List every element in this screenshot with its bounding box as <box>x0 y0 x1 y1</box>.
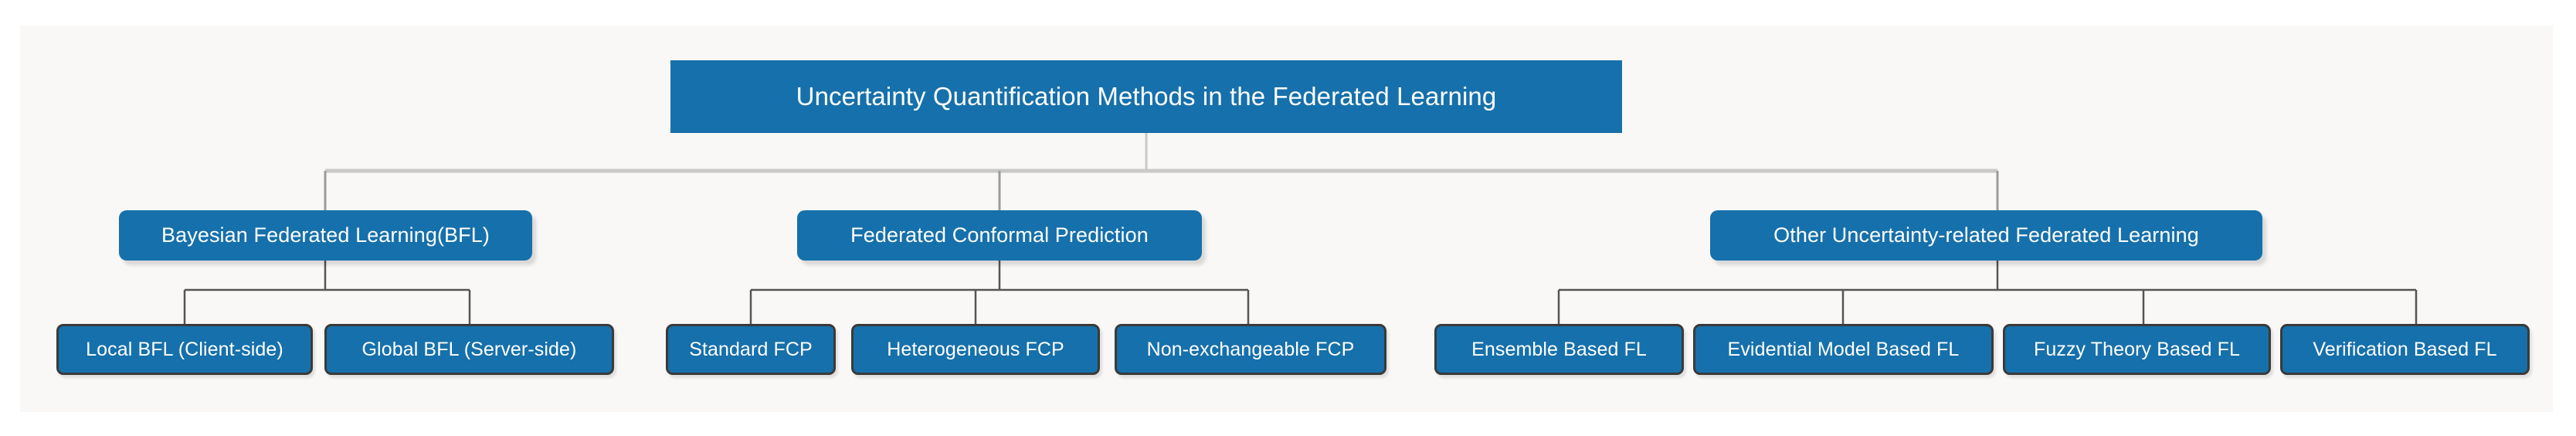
node-fuzzy-theory-based-fl[interactable]: Fuzzy Theory Based FL <box>2003 324 2271 375</box>
node-local-bfl-client-side[interactable]: Local BFL (Client-side) <box>56 324 313 375</box>
node-local-bfl-client-side-label: Local BFL (Client-side) <box>86 338 283 360</box>
node-verification-based-fl[interactable]: Verification Based FL <box>2280 324 2530 375</box>
node-non-exchangeable-fcp-label: Non-exchangeable FCP <box>1146 338 1355 360</box>
node-heterogeneous-fcp-label: Heterogeneous FCP <box>887 338 1064 360</box>
node-fuzzy-theory-based-fl-label: Fuzzy Theory Based FL <box>2033 338 2241 360</box>
node-global-bfl-server-side-label: Global BFL (Server-side) <box>361 338 577 360</box>
node-standard-fcp[interactable]: Standard FCP <box>666 324 836 375</box>
node-non-exchangeable-fcp[interactable]: Non-exchangeable FCP <box>1115 324 1386 375</box>
node-federated-conformal-prediction[interactable]: Federated Conformal Prediction <box>797 210 1202 261</box>
node-evidential-model-based-fl[interactable]: Evidential Model Based FL <box>1693 324 1994 375</box>
node-other-uncertainty-related-federated-learning[interactable]: Other Uncertainty-related Federated Lear… <box>1710 210 2262 261</box>
node-global-bfl-server-side[interactable]: Global BFL (Server-side) <box>324 324 614 375</box>
node-federated-conformal-prediction-label: Federated Conformal Prediction <box>850 223 1149 247</box>
node-bayesian-federated-learning[interactable]: Bayesian Federated Learning(BFL) <box>119 210 532 261</box>
node-root-uncertainty-quantification-methods[interactable]: Uncertainty Quantification Methods in th… <box>670 60 1622 133</box>
node-other-uncertainty-related-federated-learning-label: Other Uncertainty-related Federated Lear… <box>1773 223 2199 247</box>
node-ensemble-based-fl[interactable]: Ensemble Based FL <box>1434 324 1684 375</box>
node-bayesian-federated-learning-label: Bayesian Federated Learning(BFL) <box>161 223 490 247</box>
node-evidential-model-based-fl-label: Evidential Model Based FL <box>1727 338 1960 360</box>
node-root-label: Uncertainty Quantification Methods in th… <box>796 82 1497 111</box>
node-verification-based-fl-label: Verification Based FL <box>2313 338 2497 360</box>
node-heterogeneous-fcp[interactable]: Heterogeneous FCP <box>851 324 1100 375</box>
node-ensemble-based-fl-label: Ensemble Based FL <box>1471 338 1647 360</box>
node-standard-fcp-label: Standard FCP <box>689 338 813 360</box>
